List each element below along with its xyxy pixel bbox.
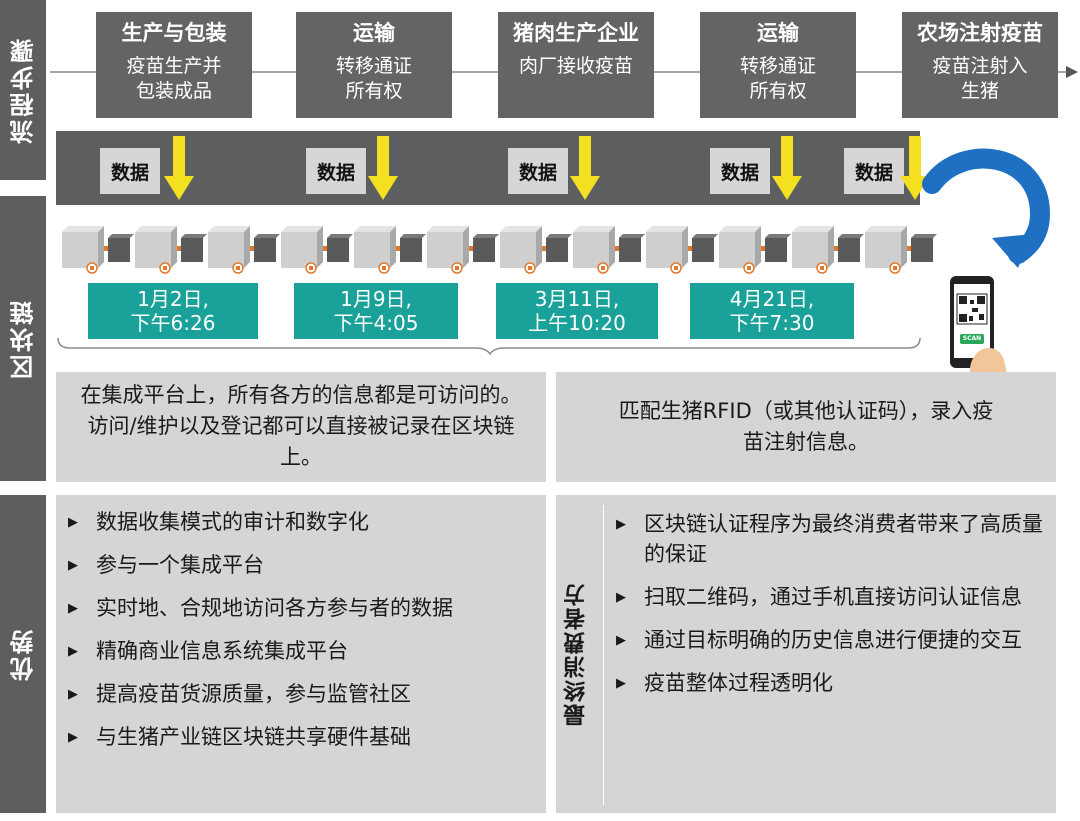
block-icon xyxy=(208,226,280,274)
list-item: 实时地、合规地访问各方参与者的数据 xyxy=(56,593,546,624)
step-desc: 疫苗生产并 包装成品 xyxy=(126,55,222,102)
list-item: 区块链认证程序为最终消费者带来了高质量的保证 xyxy=(604,509,1044,569)
consumer-box: 最终消费者方 区块链认证程序为最终消费者带来了高质量的保证扫取二维码，通过手机直… xyxy=(556,495,1056,813)
list-item: 数据收集模式的审计和数字化 xyxy=(56,507,546,538)
timestamp-badge: 4月21日, 下午7:30 xyxy=(690,283,854,339)
list-item: 精确商业信息系统集成平台 xyxy=(56,636,546,667)
step-transport-1: 运输 转移通证 所有权 xyxy=(296,12,452,118)
rfid-note-box: 匹配生猪RFID（或其他认证码），录入疫苗注射信息。 xyxy=(556,372,1056,482)
step-desc: 肉厂接收疫苗 xyxy=(518,55,633,77)
blockchain-blocks xyxy=(62,226,937,274)
section-label-advantages: 优势 xyxy=(0,495,46,813)
phone-qr-icon xyxy=(950,276,1010,386)
divider xyxy=(603,505,604,805)
consumer-label-box: 最终消费者方 xyxy=(556,495,598,813)
step-production: 生产与包装 疫苗生产并 包装成品 xyxy=(96,12,252,118)
data-band xyxy=(56,131,920,205)
advantages-label: 优势 xyxy=(9,627,38,681)
down-arrow-icon xyxy=(164,136,194,200)
platform-note-box: 在集成平台上，所有各方的信息都是可访问的。访问/维护以及登记都可以直接被记录在区… xyxy=(56,372,546,482)
step-title: 运输 xyxy=(757,21,799,45)
platform-note: 在集成平台上，所有各方的信息都是可访问的。访问/维护以及登记都可以直接被记录在区… xyxy=(80,383,522,469)
consumer-label: 最终消费者方 xyxy=(564,582,589,726)
block-icon xyxy=(792,226,864,274)
step-desc: 转移通证 所有权 xyxy=(739,55,816,102)
step-desc: 疫苗注射入 生猪 xyxy=(932,55,1028,102)
timestamp-badge: 1月2日, 下午6:26 xyxy=(88,283,258,339)
data-label: 数据 xyxy=(710,148,770,194)
section-label-blockchain: 区块链 xyxy=(0,196,46,481)
down-arrow-icon xyxy=(368,136,398,200)
list-item: 通过目标明确的历史信息进行便捷的交互 xyxy=(604,625,1044,656)
curved-arrow-icon xyxy=(922,148,1051,268)
list-item: 参与一个集成平台 xyxy=(56,550,546,581)
advantages-box: 数据收集模式的审计和数字化参与一个集成平台实时地、合规地访问各方参与者的数据精确… xyxy=(56,495,546,813)
bracket xyxy=(57,337,921,356)
step-title: 猪肉生产企业 xyxy=(513,21,639,45)
rfid-note: 匹配生猪RFID（或其他认证码），录入疫苗注射信息。 xyxy=(618,399,994,454)
step-title: 运输 xyxy=(353,21,395,45)
step-title: 生产与包装 xyxy=(121,21,227,45)
block-icon xyxy=(427,226,499,274)
list-item: 疫苗整体过程透明化 xyxy=(604,668,1044,699)
section-label-process: 流程步骤 xyxy=(0,0,46,180)
scan-button-label: SCAN xyxy=(962,335,982,342)
list-item: 与生猪产业链区块链共享硬件基础 xyxy=(56,722,546,753)
timestamp-badge: 1月9日, 下午4:05 xyxy=(294,283,458,339)
block-icon xyxy=(354,226,426,274)
step-farm-injection: 农场注射疫苗 疫苗注射入 生猪 xyxy=(902,12,1058,118)
blockchain-label: 区块链 xyxy=(9,298,38,379)
down-arrow-icon xyxy=(570,136,600,200)
block-icon xyxy=(62,226,134,274)
step-desc: 转移通证 所有权 xyxy=(335,55,412,102)
block-icon xyxy=(135,226,207,274)
data-label: 数据 xyxy=(100,148,160,194)
consumer-list: 区块链认证程序为最终消费者带来了高质量的保证扫取二维码，通过手机直接访问认证信息… xyxy=(604,509,1044,711)
list-item: 扫取二维码，通过手机直接访问认证信息 xyxy=(604,582,1044,613)
data-label: 数据 xyxy=(306,148,366,194)
step-pork-producer: 猪肉生产企业 肉厂接收疫苗 xyxy=(498,12,654,118)
step-transport-2: 运输 转移通证 所有权 xyxy=(700,12,856,118)
block-icon xyxy=(573,226,645,274)
block-icon xyxy=(500,226,572,274)
data-label: 数据 xyxy=(844,148,904,194)
list-item: 提高疫苗货源质量，参与监管社区 xyxy=(56,679,546,710)
block-icon xyxy=(646,226,718,274)
block-icon xyxy=(865,226,937,274)
data-label: 数据 xyxy=(508,148,568,194)
timestamp-badge: 3月11日, 上午10:20 xyxy=(496,283,658,339)
process-label: 流程步骤 xyxy=(9,36,38,144)
block-icon xyxy=(719,226,791,274)
down-arrow-icon xyxy=(772,136,802,200)
step-title: 农场注射疫苗 xyxy=(917,21,1043,45)
advantages-list: 数据收集模式的审计和数字化参与一个集成平台实时地、合规地访问各方参与者的数据精确… xyxy=(56,495,546,753)
block-icon xyxy=(281,226,353,274)
